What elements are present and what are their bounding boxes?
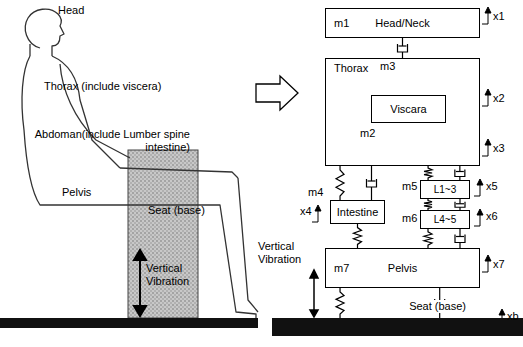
spring-damper (424, 199, 465, 210)
node-text: m1 (334, 17, 364, 30)
mass-label: m6 (402, 212, 417, 225)
mass-label: m3 (380, 60, 395, 73)
node-text: Intestine (337, 206, 379, 219)
node-text: Viscara (390, 103, 426, 116)
thorax-box: ThoraxViscara (325, 58, 480, 166)
mass-box: m1Head/Neck (325, 8, 480, 38)
node-text: L1~3 (434, 183, 457, 196)
seat-base: Seat (base) (272, 318, 523, 336)
node-text: Head/Neck (364, 17, 441, 30)
viscera-box: Viscara (371, 95, 446, 123)
part-label: Abdoman(include Lumber spine intestine) (30, 128, 190, 154)
spring-damper (398, 38, 408, 58)
spring-damper (354, 224, 362, 248)
intestine-box: Intestine (330, 200, 385, 224)
node-text: Thorax (334, 62, 471, 75)
node-text: Seat (base) (407, 300, 468, 313)
vertebra-box: L1~3 (420, 180, 470, 199)
coordinate-label: x5 (486, 180, 498, 193)
spring-damper (424, 166, 465, 180)
pelvis-box: m7Pelvis (325, 248, 480, 288)
part-label: Vertical Vibration (146, 262, 200, 288)
mass-label: m4 (308, 186, 323, 199)
spring-damper (424, 229, 465, 248)
coordinate-label: x3 (493, 142, 505, 155)
coordinate-label: x6 (486, 210, 498, 223)
vertebra-box: L4~5 (420, 210, 470, 229)
coordinate-label: x1 (493, 10, 505, 23)
node-text: m7 (334, 262, 364, 275)
node-text: Pelvis (364, 262, 441, 275)
mass-label: m5 (402, 180, 417, 193)
coordinate-label: x7 (493, 258, 505, 271)
part-label: Thorax (include viscera) (44, 80, 161, 93)
coordinate-label: x2 (493, 92, 505, 105)
part-label: Pelvis (62, 186, 91, 199)
coordinate-label: x4 (300, 205, 312, 218)
part-label: Vertical Vibration (258, 240, 310, 266)
spring-damper (336, 166, 376, 200)
part-label: Head (58, 4, 84, 17)
coordinate-label: xb (507, 310, 519, 323)
node-text: L4~5 (434, 213, 457, 226)
mass-label: m2 (360, 127, 375, 140)
part-label: Seat (base) (148, 204, 205, 217)
